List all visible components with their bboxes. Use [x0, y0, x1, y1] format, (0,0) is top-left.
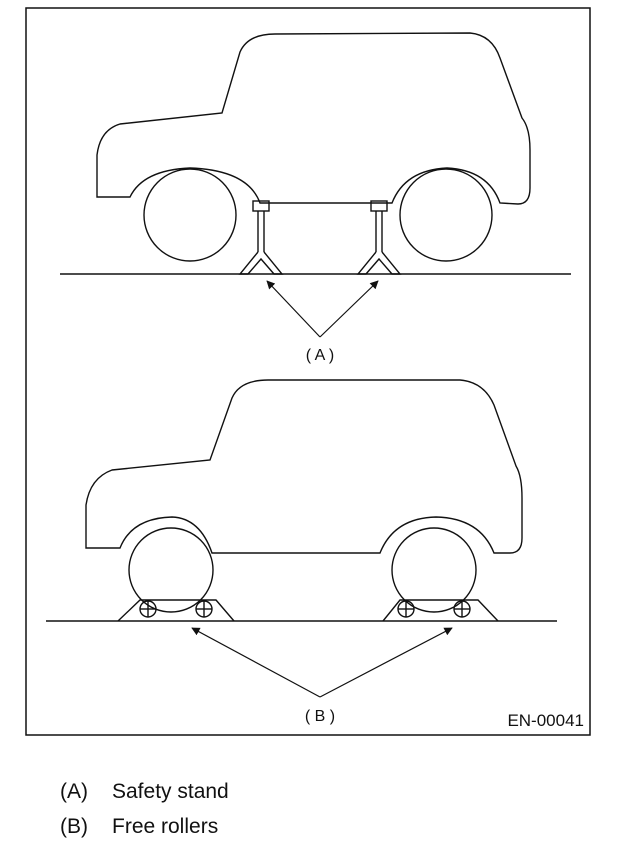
free-roller-right	[382, 599, 499, 622]
figure-diagram: ( A ) ( B ) EN-00041	[25, 7, 591, 736]
safety-stand-right	[356, 200, 402, 275]
legend-item-a: (A) Safety stand	[60, 780, 229, 804]
legend-key: (B)	[60, 815, 88, 838]
callout-a-label: ( A )	[306, 347, 334, 364]
legend-key: (A)	[60, 780, 88, 803]
callout-b-arrows	[191, 627, 453, 698]
car-on-free-rollers	[85, 379, 523, 613]
figure-code: EN-00041	[507, 711, 584, 730]
legend-item-b: (B) Free rollers	[60, 815, 218, 839]
legend-text: Safety stand	[112, 780, 229, 803]
free-roller-left	[117, 599, 235, 622]
front-wheel-bottom	[128, 527, 214, 613]
front-wheel-top	[143, 168, 237, 262]
safety-stand-left	[238, 200, 284, 275]
car-body-bottom	[85, 379, 523, 554]
figure-frame	[25, 7, 591, 736]
car-on-safety-stands	[96, 32, 531, 262]
rear-wheel-bottom	[391, 527, 477, 613]
legend-text: Free rollers	[112, 815, 219, 838]
rear-wheel-top	[399, 168, 493, 262]
callout-a-arrows	[266, 280, 379, 338]
callout-b-label: ( B )	[305, 708, 335, 725]
car-body-top	[96, 32, 531, 205]
